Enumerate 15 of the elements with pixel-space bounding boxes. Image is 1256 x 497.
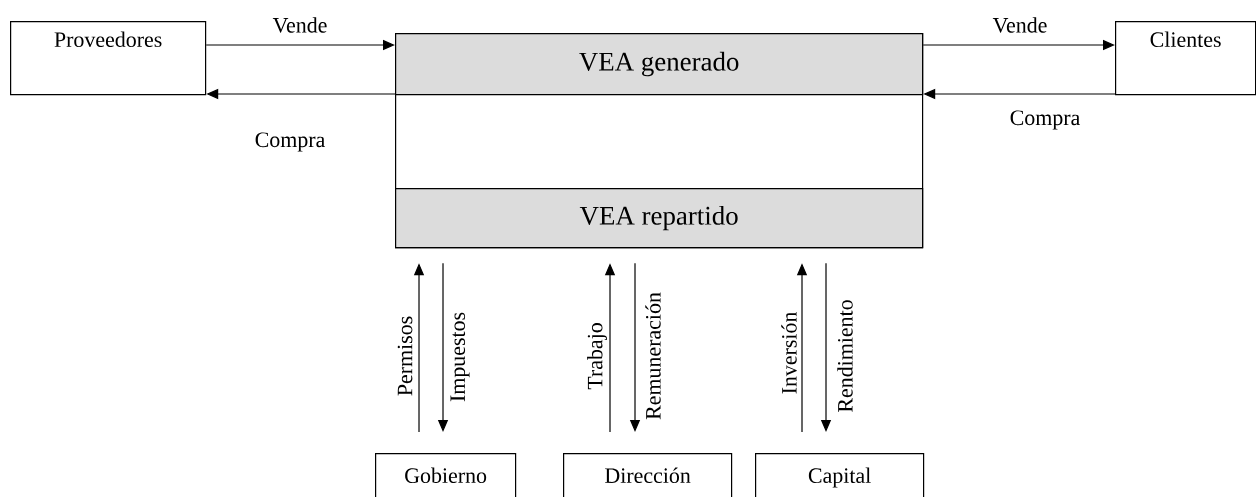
edge-label: Impuestos [449, 310, 471, 404]
edge-label: Permisos [396, 314, 414, 398]
edge-label: Compra [253, 131, 327, 153]
edge-label: Rendimiento [836, 298, 854, 414]
edge-label: Remuneración [644, 291, 662, 421]
edge-label: Trabajo [586, 321, 608, 391]
edge-label: Vende [271, 16, 329, 34]
process-box: Proveedores [10, 21, 207, 96]
edge-label: Vende [991, 16, 1049, 34]
edge-label: Inversión [780, 310, 798, 396]
process-box: Capital [755, 453, 925, 497]
edge-label: Compra [1008, 109, 1082, 131]
process-box: Dirección [563, 453, 733, 497]
process-box: Clientes [1115, 21, 1256, 96]
process-box: Gobierno [375, 453, 517, 497]
